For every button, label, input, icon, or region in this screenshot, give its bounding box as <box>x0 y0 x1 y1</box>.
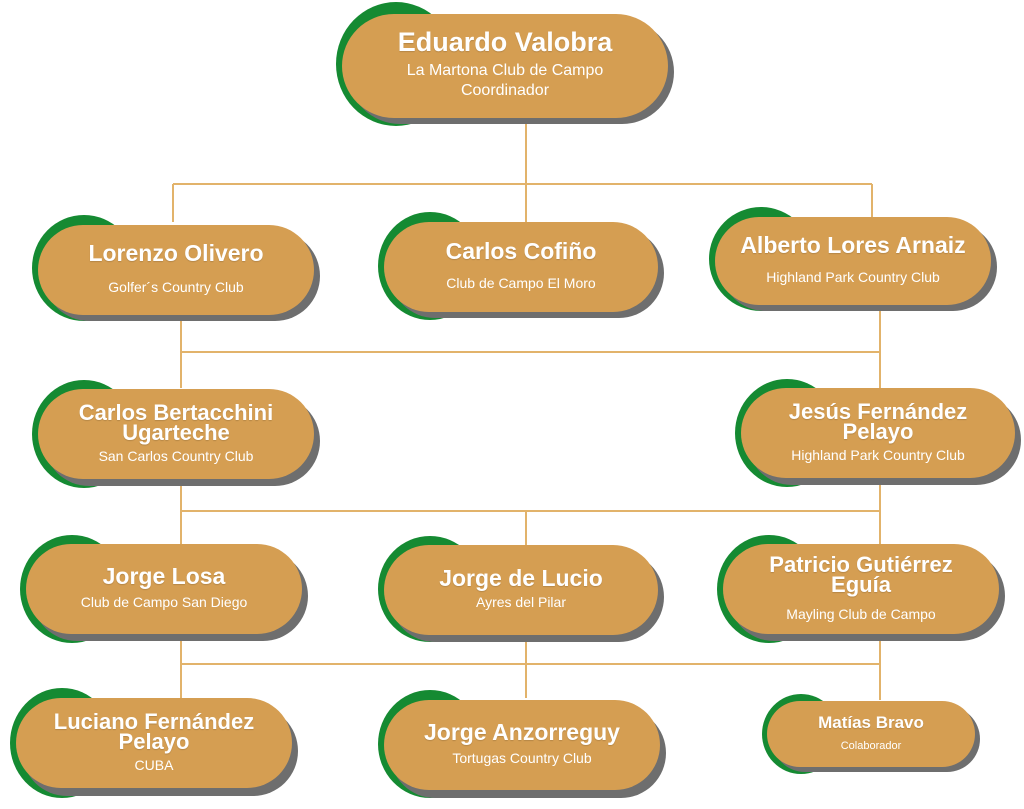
node-pill: Eduardo Valobra La Martona Club de Campo… <box>342 14 668 118</box>
node-eduardo-valobra: Eduardo Valobra La Martona Club de Campo… <box>336 2 674 130</box>
person-name: Jorge Losa <box>102 563 226 590</box>
person-name: Patricio Gutiérrez Eguía <box>769 551 953 597</box>
role-label: Colaborador <box>840 739 902 752</box>
club-name: Club de Campo San Diego <box>80 594 248 611</box>
node-pill: Lorenzo Olivero Golfer´s Country Club <box>38 225 314 315</box>
node-patricio-gutierrez: Patricio Gutiérrez Eguía Mayling Club de… <box>717 535 1007 645</box>
node-pill: Jorge Anzorreguy Tortugas Country Club <box>384 700 660 790</box>
node-carlos-bertacchini: Carlos Bertacchini Ugarteche San Carlos … <box>32 380 322 490</box>
node-pill: Jorge Losa Club de Campo San Diego <box>26 544 302 634</box>
person-name: Jorge de Lucio <box>439 565 603 592</box>
person-name: Matías Bravo <box>818 713 924 733</box>
club-name: Tortugas Country Club <box>452 750 592 767</box>
node-jorge-de-lucio: Jorge de Lucio Ayres del Pilar <box>378 536 666 644</box>
person-name: Jesús Fernández Pelayo <box>788 398 968 444</box>
node-pill: Luciano Fernández Pelayo CUBA <box>16 698 292 788</box>
club-name: CUBA <box>134 757 174 774</box>
club-name: La Martona Club de Campo <box>406 61 604 79</box>
person-name: Lorenzo Olivero <box>88 240 264 267</box>
node-jesus-fernandez-pelayo: Jesús Fernández Pelayo Highland Park Cou… <box>735 379 1023 489</box>
club-name: Mayling Club de Campo <box>786 606 936 623</box>
node-lorenzo-olivero: Lorenzo Olivero Golfer´s Country Club <box>32 215 322 323</box>
node-pill: Matías Bravo Colaborador <box>767 701 975 767</box>
node-pill: Carlos Bertacchini Ugarteche San Carlos … <box>38 389 314 479</box>
person-name: Luciano Fernández Pelayo <box>53 708 255 754</box>
node-alberto-lores-arnaiz: Alberto Lores Arnaiz Highland Park Count… <box>709 207 999 313</box>
node-pill: Patricio Gutiérrez Eguía Mayling Club de… <box>723 544 999 634</box>
node-jorge-anzorreguy: Jorge Anzorreguy Tortugas Country Club <box>378 690 668 800</box>
club-name: San Carlos Country Club <box>98 448 254 465</box>
node-pill: Alberto Lores Arnaiz Highland Park Count… <box>715 217 991 305</box>
club-name: Club de Campo El Moro <box>446 275 596 292</box>
person-name: Alberto Lores Arnaiz <box>740 232 966 259</box>
role-label: Coordinador <box>460 82 550 100</box>
node-carlos-cofino: Carlos Cofiño Club de Campo El Moro <box>378 212 666 322</box>
person-name: Carlos Bertacchini Ugarteche <box>78 399 274 445</box>
node-pill: Jorge de Lucio Ayres del Pilar <box>384 545 658 635</box>
node-pill: Jesús Fernández Pelayo Highland Park Cou… <box>741 388 1015 478</box>
person-name: Jorge Anzorreguy <box>424 719 620 746</box>
node-pill: Carlos Cofiño Club de Campo El Moro <box>384 222 658 312</box>
node-jorge-losa: Jorge Losa Club de Campo San Diego <box>20 535 310 645</box>
club-name: Golfer´s Country Club <box>108 279 244 296</box>
person-name: Carlos Cofiño <box>445 238 597 265</box>
node-matias-bravo: Matías Bravo Colaborador <box>762 694 982 776</box>
node-luciano-fernandez-pelayo: Luciano Fernández Pelayo CUBA <box>10 688 300 800</box>
club-name: Highland Park Country Club <box>791 447 965 464</box>
club-name: Highland Park Country Club <box>766 269 940 286</box>
person-name: Eduardo Valobra <box>397 26 613 57</box>
club-name: Ayres del Pilar <box>475 594 566 611</box>
